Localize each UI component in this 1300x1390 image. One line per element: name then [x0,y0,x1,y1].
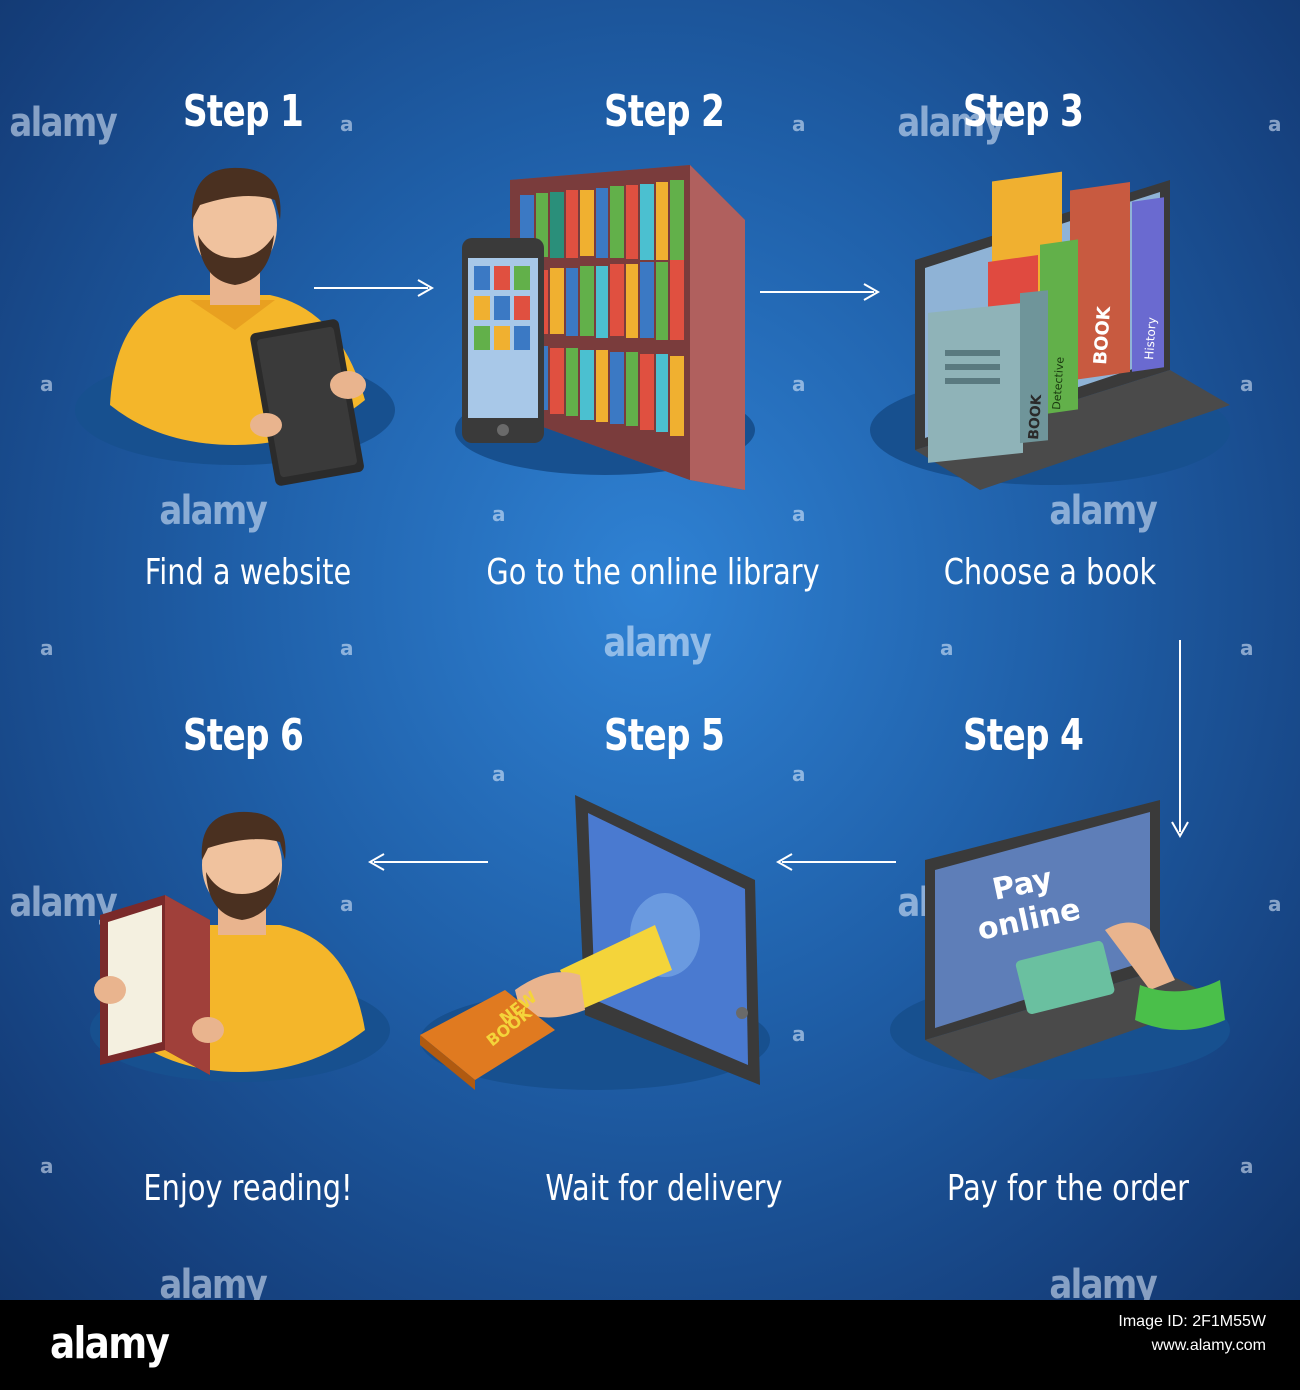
man-with-tablet-illustration [75,167,395,486]
watermark: alamy [9,880,117,926]
arrow-left-icon [367,853,488,871]
man-reading-book-illustration [90,811,390,1082]
watermark-letter: a [1240,1154,1254,1178]
watermark: alamy [159,1262,267,1300]
watermark-letter: a [792,762,806,786]
credit-card-icon [1015,940,1115,1014]
bookshelf-with-phone-illustration [455,165,755,490]
step-6-label: Enjoy reading! [143,1168,353,1209]
step-2-title: Step 2 [603,86,725,137]
watermark: alamy [1049,1262,1157,1300]
watermark-letter: a [792,372,806,396]
footer-bar: alamy Image ID: 2F1M55W www.alamy.com [0,1300,1300,1390]
watermark-letter: a [792,1022,806,1046]
watermark-letter: a [340,636,354,660]
arrow-right-icon [314,279,435,297]
book-spine-label: BOOK [1090,305,1115,366]
shelf-books [520,180,684,436]
watermark-letter: a [1268,892,1282,916]
watermark: alamy [9,100,117,146]
step-5-title: Step 5 [603,710,725,761]
step-4-label: Pay for the order [947,1168,1189,1209]
step-6-title: Step 6 [182,710,304,761]
alamy-logo: alamy [50,1318,170,1369]
book-spine-label: History [1142,317,1159,361]
step-1-title: Step 1 [182,86,304,137]
step-3-title: Step 3 [962,86,1084,137]
watermark: alamy [1049,488,1157,534]
step-2-label: Go to the online library [486,552,820,593]
watermark-letter: a [40,372,54,396]
site-url[interactable]: www.alamy.com [1151,1337,1266,1354]
step-5-label: Wait for delivery [545,1168,783,1209]
step-4-title: Step 4 [962,710,1084,761]
watermark-letter: a [492,762,506,786]
arrow-left-icon [775,853,896,871]
arrow-down-icon [1171,640,1189,839]
book-spine-label: BOOK [1026,393,1045,440]
watermark: alamy [159,488,267,534]
book-spine-label: Detective [1050,356,1067,410]
watermark-letter: a [1240,636,1254,660]
pay-online-laptop-illustration: Pay online [890,800,1230,1080]
watermark-letter: a [40,636,54,660]
watermark-letter: a [492,502,506,526]
laptop-with-books-illustration: BOOK History Detective BOOK [870,171,1230,490]
watermark-letter: a [40,1154,54,1178]
image-id: Image ID: 2F1M55W [1118,1313,1266,1330]
watermark-letter: a [340,112,354,136]
watermark-letter: a [792,502,806,526]
watermark-letter: a [792,112,806,136]
infographic-canvas: alamy alamy alamy alamy alamy alamy alam… [0,0,1300,1300]
step-1-label: Find a website [144,552,352,593]
arrow-right-icon [760,283,881,301]
watermark-letter: a [1268,112,1282,136]
watermark: alamy [897,100,1005,146]
step-3-label: Choose a book [943,552,1157,593]
watermark: alamy [603,620,711,666]
watermark-letter: a [1240,372,1254,396]
image-id-block: Image ID: 2F1M55W www.alamy.com [1118,1310,1266,1358]
watermark-letter: a [340,892,354,916]
watermark-letter: a [940,636,954,660]
tablet-delivery-illustration: NEW BOOK [420,795,770,1090]
